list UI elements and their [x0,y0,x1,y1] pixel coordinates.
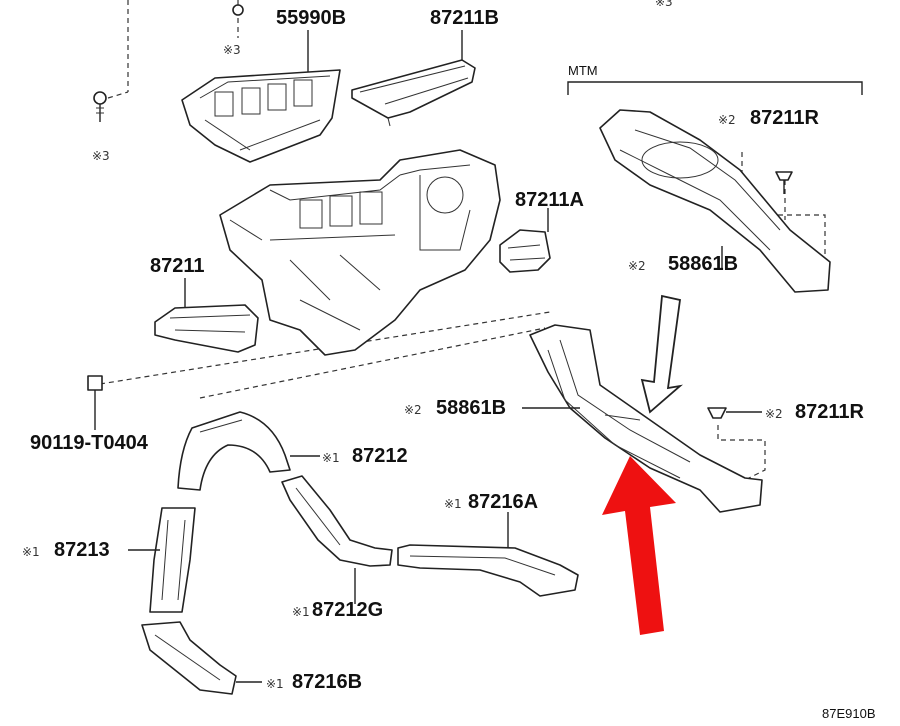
duct-87211B [351,59,476,127]
vent-grille-55990B [181,69,341,163]
highlight-arrow-icon [602,456,676,635]
note-mark-1e: ※1 [266,677,284,691]
clip-icon-top [775,171,793,194]
part-label-87216B: 87216B [292,671,362,693]
duct-87212G [281,475,393,567]
dashed-box-right-mid [717,425,766,481]
part-label-87211R-top: 87211R [750,107,820,129]
note-mark-1b: ※1 [444,497,462,511]
note-mark-3a: ※3 [92,149,110,163]
part-label-58861B-top: 58861B [668,253,738,275]
duct-87216B [141,621,237,695]
duct-87211 [154,304,259,353]
dashed-box-right-top [741,152,826,279]
note-mark-3c: ※3 [655,0,673,9]
note-mark-2c: ※2 [404,403,422,417]
part-label-87211R-mid: 87211R [795,401,865,423]
part-label-87211: 87211 [150,255,205,277]
duct-58861B-mtm [599,109,831,293]
part-label-87212G: 87212G [312,599,383,621]
note-mark-1d: ※1 [22,545,40,559]
mtm-bracket [567,81,863,95]
part-label-87211A: 87211A [515,189,584,211]
duct-58861B [529,324,763,513]
heater-unit [219,149,501,356]
screw-icon-top [232,4,244,16]
note-mark-2a: ※2 [628,259,646,273]
part-label-90119-T0404: 90119-T0404 [30,432,149,454]
mtm-label: MTM [568,63,598,78]
diagram-ref-code: 87E910B [822,706,876,721]
clip-icon-mid [707,407,762,419]
part-label-55990B: 55990B [276,7,346,29]
bolt-icon [87,375,103,430]
duct-87212 [177,411,291,491]
dashed-line-top-left-2 [107,91,129,99]
note-mark-1c: ※1 [292,605,310,619]
dashed-line-duct [199,327,546,399]
note-mark-2b: ※2 [718,113,736,127]
screw-icon [93,91,107,122]
part-label-87216A: 87216A [468,491,538,513]
duct-87213 [149,507,196,613]
down-arrow-icon [640,294,684,414]
part-label-87213: 87213 [54,539,110,561]
note-mark-1a: ※1 [322,451,340,465]
part-label-87211B: 87211B [430,7,499,29]
duct-87211A [499,229,551,273]
duct-87216A [397,544,579,597]
note-mark-2d: ※2 [765,407,783,421]
part-label-58861B-mid: 58861B [436,397,506,419]
note-mark-3b: ※3 [223,43,241,57]
part-label-87212: 87212 [352,445,408,467]
